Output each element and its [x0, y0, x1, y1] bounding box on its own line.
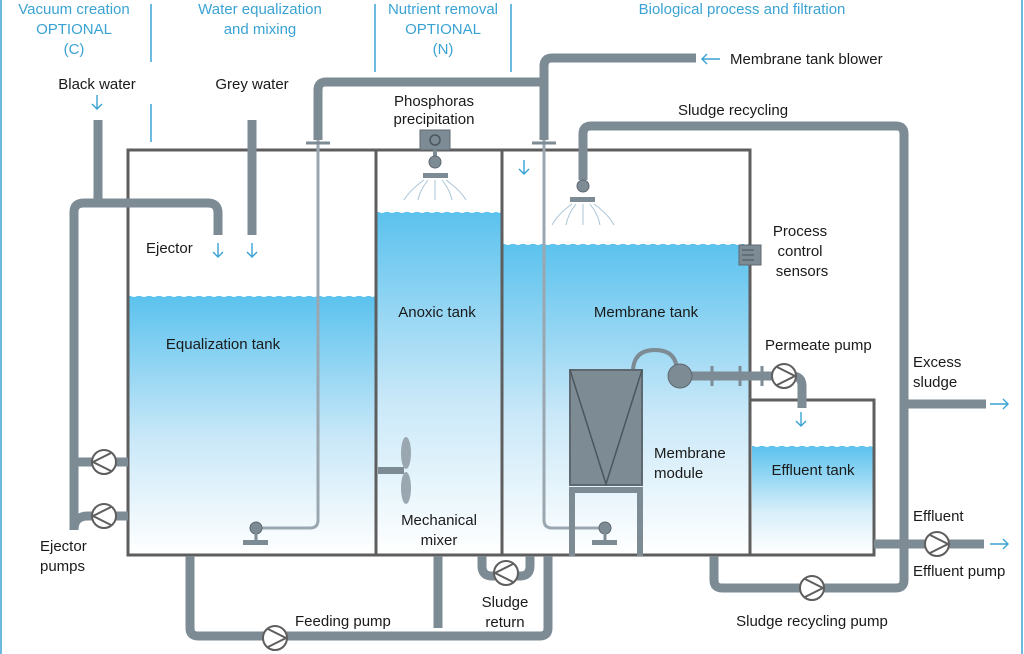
svg-text:Water equalization: Water equalization: [198, 1, 322, 18]
wave-edge: [127, 289, 378, 297]
svg-text:return: return: [485, 614, 524, 631]
svg-text:Ejector: Ejector: [40, 538, 87, 555]
equalization-tank-label: Equalization tank: [166, 336, 281, 353]
svg-text:Mechanical: Mechanical: [401, 512, 477, 529]
phosphorus-dosing-unit: [403, 129, 467, 201]
sludge-recycling-pipe: [578, 121, 909, 593]
excess-sludge-label: Excess sludge: [913, 354, 961, 391]
effluent-water: [752, 446, 873, 554]
grey-water-label: Grey water: [215, 76, 288, 93]
membrane-aerator-pipe: [542, 140, 600, 530]
section-vacuum-creation: Vacuum creation OPTIONAL (C): [18, 1, 129, 58]
feeding-pump-label: Feeding pump: [295, 613, 391, 630]
process-sensors-label: Process control sensors: [773, 223, 828, 280]
arrow-down-icon: [246, 243, 258, 258]
arrow-down-icon: [212, 243, 224, 258]
svg-text:and mixing: and mixing: [224, 21, 297, 38]
svg-text:mixer: mixer: [421, 532, 458, 549]
arrow-down-icon: [518, 160, 530, 175]
svg-text:OPTIONAL: OPTIONAL: [405, 21, 481, 38]
sludge-recycling-label: Sludge recycling: [678, 102, 788, 119]
sludge-return-label: Sludge return: [482, 594, 529, 631]
section-biological-process: Biological process and filtration: [639, 1, 846, 18]
membrane-module-label: Membrane module: [654, 445, 726, 482]
black-water-label: Black water: [58, 76, 136, 93]
svg-text:pumps: pumps: [40, 558, 85, 575]
blower-pipe: [313, 53, 696, 140]
effluent-label: Effluent: [913, 508, 964, 525]
effluent-pump-label: Effluent pump: [913, 563, 1005, 580]
arrow-left-icon: [701, 53, 720, 65]
wave-edge: [750, 437, 875, 447]
arrow-down-icon: [91, 95, 103, 110]
flow-arrows: [91, 53, 1009, 550]
membrane-blower-label: Membrane tank blower: [730, 51, 883, 68]
diffuser-membrane: [592, 521, 617, 545]
equalization-aerator-pipe: [262, 140, 320, 530]
svg-text:sensors: sensors: [776, 263, 829, 280]
svg-text:Sludge: Sludge: [482, 594, 529, 611]
effluent-pump-icon: [924, 531, 951, 557]
mechanical-mixer-icon: [378, 437, 411, 504]
arrow-right-icon: [990, 538, 1009, 550]
ejector-pump-2-icon: [90, 503, 117, 529]
svg-text:control: control: [777, 243, 822, 260]
svg-text:sludge: sludge: [913, 374, 957, 391]
effluent-tank-label: Effluent tank: [771, 462, 855, 479]
sludge-recycling-pump-icon: [799, 575, 826, 601]
equalization-water: [129, 296, 376, 554]
ejector-pumps-label: Ejector pumps: [40, 538, 87, 575]
svg-text:(N): (N): [433, 41, 454, 58]
svg-text:Process: Process: [773, 223, 827, 240]
anoxic-tank-label: Anoxic tank: [398, 304, 476, 321]
black-water-pipe: [69, 120, 223, 530]
ejector-pump-1-icon: [90, 449, 117, 475]
svg-text:Vacuum creation: Vacuum creation: [18, 1, 129, 18]
permeate-pump-label: Permeate pump: [765, 337, 872, 354]
svg-text:Nutrient removal: Nutrient removal: [388, 1, 498, 18]
membrane-tank-label: Membrane tank: [594, 304, 699, 321]
permeate-pump-icon: [771, 363, 798, 389]
svg-text:OPTIONAL: OPTIONAL: [36, 21, 112, 38]
wave-edge: [375, 204, 503, 213]
feeding-pump-icon: [262, 625, 289, 651]
effluent-tank: [748, 398, 876, 557]
svg-text:Membrane: Membrane: [654, 445, 726, 462]
svg-text:module: module: [654, 465, 703, 482]
svg-text:(C): (C): [64, 41, 85, 58]
sludge-sprayer: [551, 179, 615, 226]
svg-text:precipitation: precipitation: [394, 111, 475, 128]
diffuser-equalization: [243, 521, 268, 545]
anoxic-water: [377, 212, 501, 554]
svg-text:Excess: Excess: [913, 354, 961, 371]
arrow-right-icon: [990, 398, 1009, 410]
arrow-down-icon: [795, 412, 807, 427]
svg-text:Phosphoras: Phosphoras: [394, 93, 474, 110]
sludge-return-pump-icon: [492, 560, 519, 586]
mechanical-mixer-label: Mechanical mixer: [401, 512, 477, 549]
section-water-equalization: Water equalization and mixing: [198, 1, 322, 38]
process-control-sensor: [738, 244, 762, 266]
wave-edge: [501, 236, 751, 245]
ejector-label: Ejector: [146, 240, 193, 257]
phosphorus-label: Phosphoras precipitation: [394, 93, 475, 128]
sludge-recycling-pump-label: Sludge recycling pump: [736, 613, 888, 630]
section-nutrient-removal: Nutrient removal OPTIONAL (N): [388, 1, 498, 58]
feeding-pipe: [185, 556, 553, 641]
membrane-module: [569, 369, 643, 556]
